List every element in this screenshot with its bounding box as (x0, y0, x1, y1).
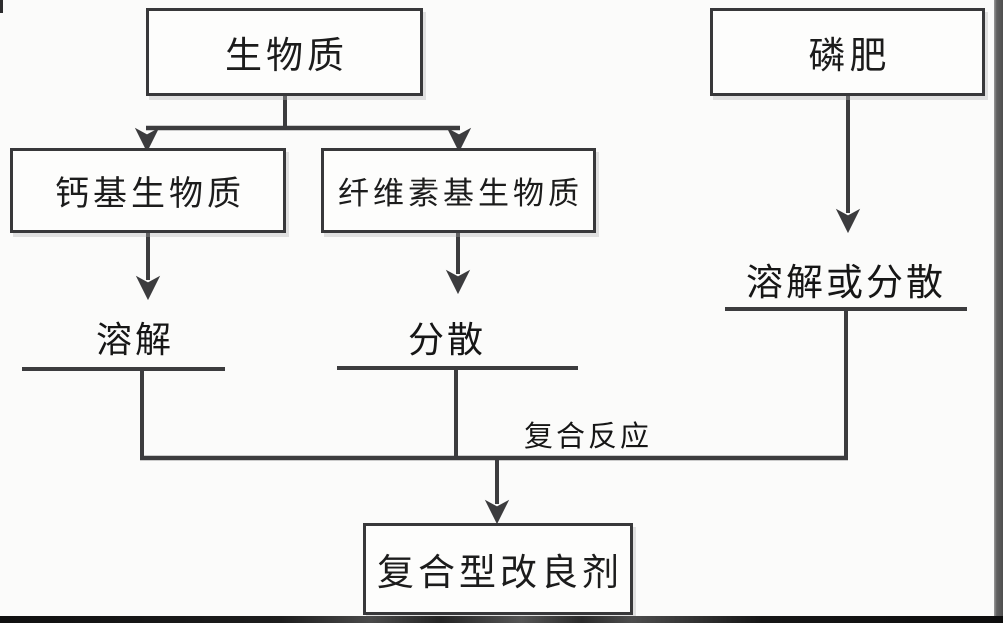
calcium-based-biomass-label: 钙基生物质 (55, 176, 245, 213)
scan-edge-bottom (0, 616, 1003, 623)
arrowhead-disperse-icon (445, 269, 471, 295)
arrowhead-phosphate-icon (835, 208, 861, 234)
scan-edge-topleft-mark (0, 0, 3, 13)
disperse-step-label: 分散 (407, 320, 486, 360)
phosphate-fertilizer-node: 磷肥 (710, 8, 985, 96)
connector-collector-bus (140, 311, 848, 461)
dissolve-step-label: 溶解 (95, 320, 174, 360)
arrowhead-to-cellulose-icon (446, 127, 472, 153)
composite-amendment-node: 复合型改良剂 (363, 523, 633, 615)
phosphate-fertilizer-label: 磷肥 (808, 36, 891, 77)
dissolve-or-disperse-step-label: 溶解或分散 (746, 263, 946, 304)
biomass-node: 生物质 (146, 8, 423, 96)
scan-edge-right (994, 0, 1003, 623)
connector-to-composite (484, 458, 510, 525)
connector-calcium-to-dissolve (135, 233, 161, 301)
connector-phosphate-to-dissolve-or-disperse (835, 95, 861, 234)
biomass-label: 生物质 (225, 36, 348, 77)
composite-amendment-label: 复合型改良剂 (377, 553, 623, 594)
cellulose-based-biomass-node: 纤维素基生物质 (321, 148, 596, 233)
calcium-based-biomass-node: 钙基生物质 (10, 148, 286, 233)
composite-reaction-edge-label: 复合反应 (524, 421, 653, 453)
arrowhead-composite-icon (484, 499, 510, 525)
cellulose-based-biomass-label: 纤维素基生物质 (338, 176, 583, 211)
arrowhead-dissolve-icon (135, 275, 161, 301)
arrowhead-to-calcium-icon (134, 127, 160, 153)
connector-cellulose-to-disperse (445, 233, 471, 295)
connector-biomass-split (134, 95, 472, 153)
